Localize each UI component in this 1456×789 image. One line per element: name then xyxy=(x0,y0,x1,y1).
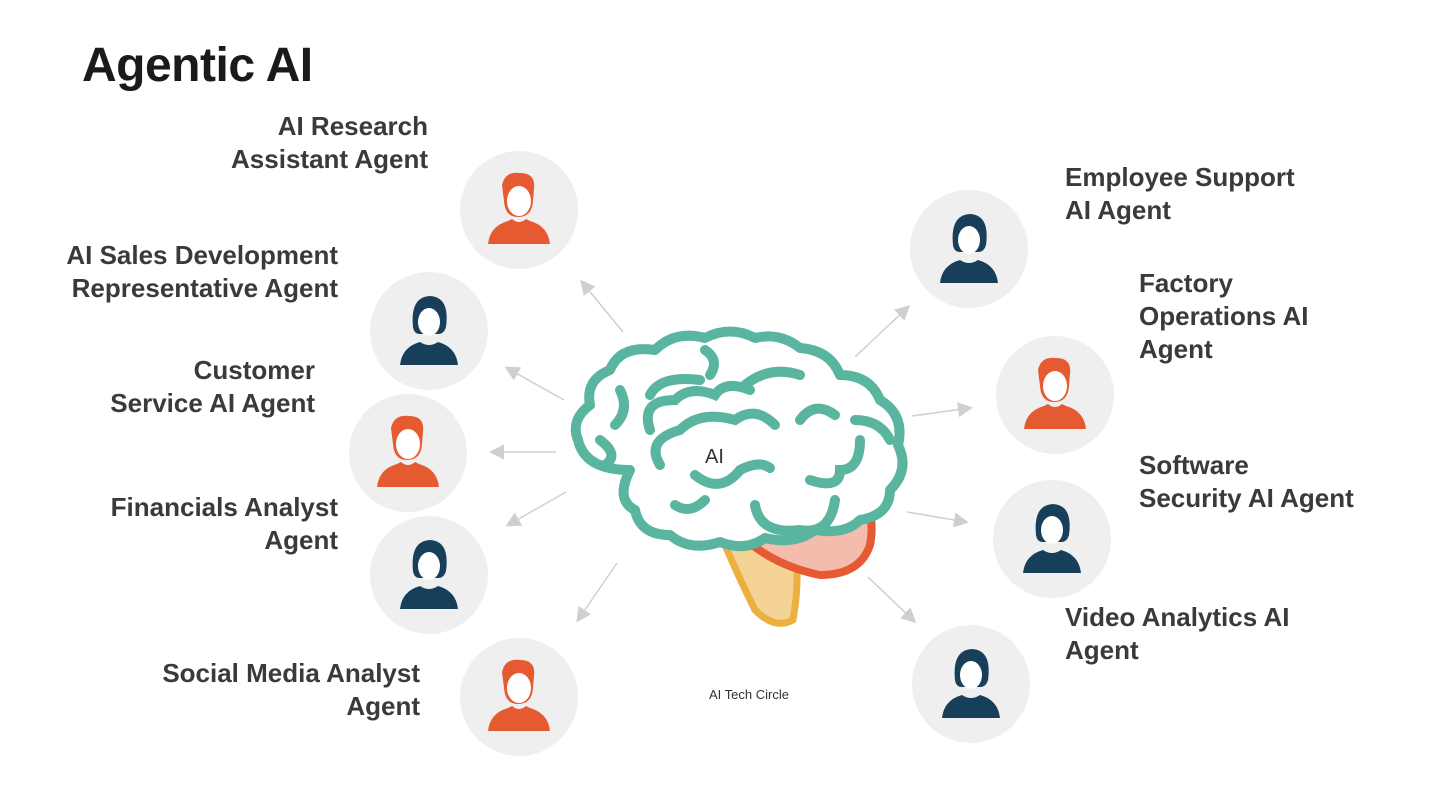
female-avatar-icon xyxy=(1023,504,1081,573)
agent-node-software-security[interactable] xyxy=(993,480,1111,598)
female-avatar-icon xyxy=(942,649,1000,718)
agent-node-sales[interactable] xyxy=(370,272,488,390)
page-title: Agentic AI xyxy=(82,39,313,92)
brain-icon xyxy=(570,326,908,627)
agent-node-social-media[interactable] xyxy=(460,638,578,756)
agent-node-financials[interactable] xyxy=(370,516,488,634)
agent-node-employee-support[interactable] xyxy=(910,190,1028,308)
female-avatar-icon xyxy=(400,296,458,365)
female-avatar-icon xyxy=(940,214,998,283)
agent-node-factory[interactable] xyxy=(996,336,1114,454)
male-avatar-icon xyxy=(488,172,550,244)
male-avatar-icon xyxy=(377,415,439,487)
agent-node-research[interactable] xyxy=(460,151,578,269)
female-avatar-icon xyxy=(400,540,458,609)
credit-text: AI Tech Circle xyxy=(709,687,789,702)
agent-node-video-analytics[interactable] xyxy=(912,625,1030,743)
agent-node-customer-service[interactable] xyxy=(349,394,467,512)
center-ai-label: AI xyxy=(705,446,724,468)
male-avatar-icon xyxy=(488,659,550,731)
male-avatar-icon xyxy=(1024,357,1086,429)
